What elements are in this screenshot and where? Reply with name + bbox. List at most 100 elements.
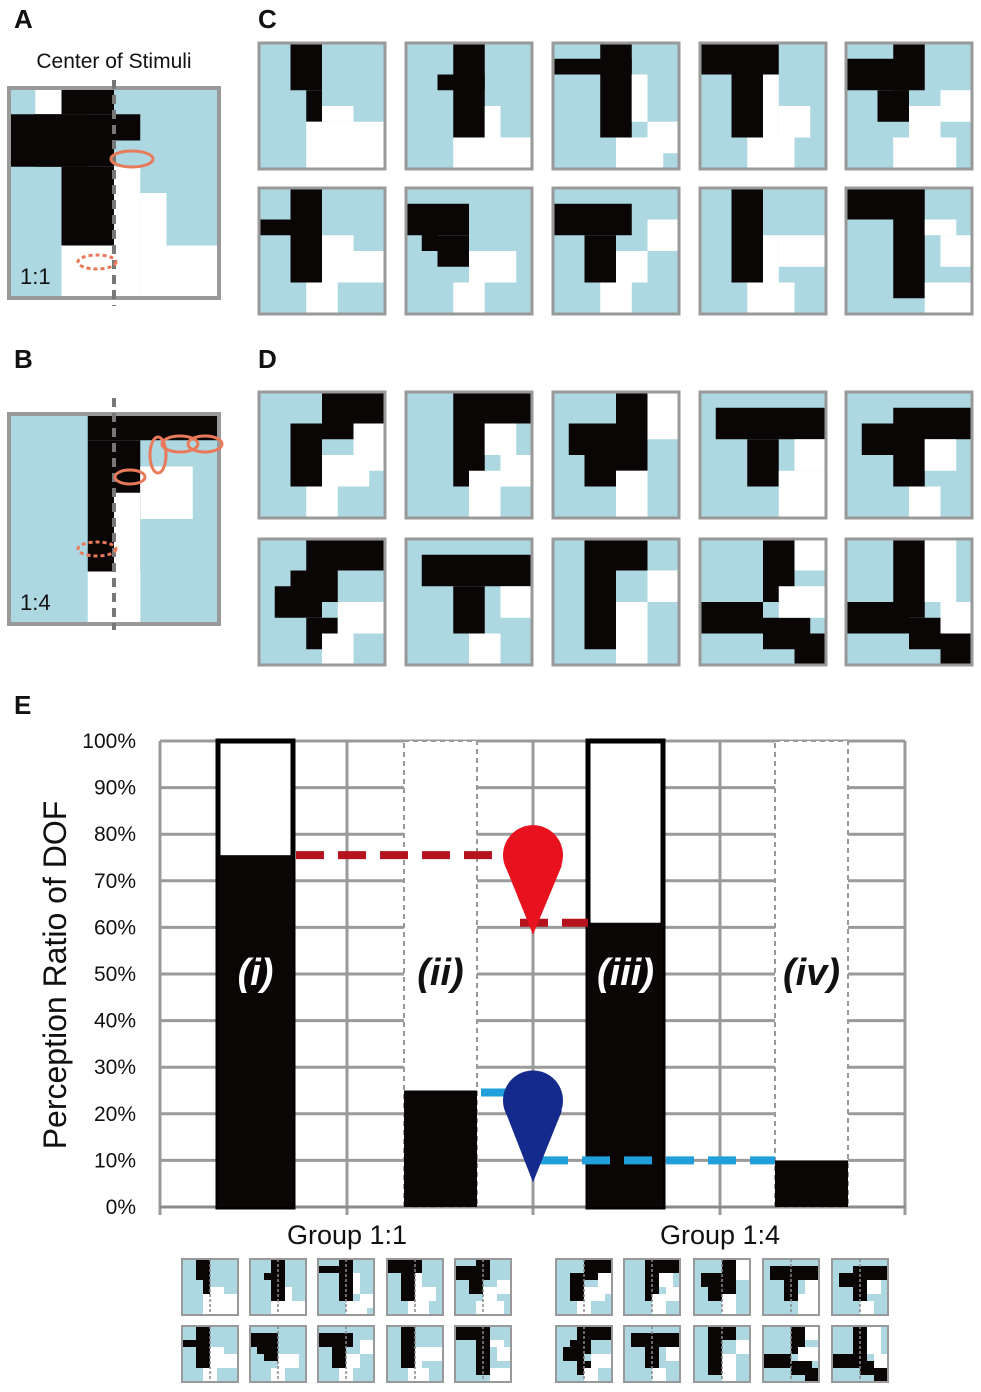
stimulus-white-cell bbox=[778, 106, 811, 138]
y-tick-label: 90% bbox=[94, 777, 136, 800]
stimulus-dark-cell bbox=[600, 43, 632, 138]
stimulus-dark-cell bbox=[290, 423, 322, 487]
panel-letter-a: A bbox=[14, 4, 33, 34]
stimulus-white-cell bbox=[798, 1294, 819, 1315]
dashed-ring-marker bbox=[76, 540, 118, 558]
stimulus-white-cell bbox=[666, 1347, 680, 1361]
stimulus-dark-cell bbox=[877, 90, 909, 122]
stimulus-dark-cell bbox=[453, 392, 532, 424]
stimulus-white-cell bbox=[166, 245, 219, 298]
stimulus-frame bbox=[257, 537, 387, 667]
stimulus-dark-cell bbox=[584, 235, 616, 283]
stimulus-white-cell bbox=[353, 251, 385, 283]
stimulus-white-cell bbox=[306, 121, 354, 138]
stimulus-dark-cell bbox=[290, 43, 322, 91]
stimulus-dark-cell bbox=[306, 539, 385, 571]
panel-d-stimulus bbox=[551, 537, 681, 667]
stimulus-dark-cell bbox=[421, 219, 438, 251]
panel-c-stimulus bbox=[698, 41, 828, 171]
stimulus-dark-cell bbox=[893, 219, 925, 299]
stimulus-dark-cell bbox=[805, 1368, 819, 1382]
stimulus-dark-cell bbox=[839, 1273, 867, 1287]
panel-d-stimulus bbox=[844, 390, 974, 520]
stimulus-white-cell bbox=[469, 470, 501, 518]
panel-d-stimulus bbox=[404, 537, 534, 667]
stimulus-white-cell bbox=[874, 1354, 888, 1368]
stimulus-white-cell bbox=[337, 602, 385, 634]
stimulus-white-cell bbox=[778, 235, 826, 267]
stimulus-dark-cell bbox=[731, 188, 763, 283]
stimulus-white-cell bbox=[322, 455, 370, 487]
stimulus-frame bbox=[257, 186, 387, 316]
stimulus-dark-cell bbox=[453, 43, 485, 138]
stimulus-white-cell bbox=[114, 519, 141, 624]
stimulus-dark-cell bbox=[453, 586, 485, 634]
ring-marker bbox=[148, 435, 168, 475]
y-tick-label: 0% bbox=[106, 1196, 136, 1219]
stimulus-dark-cell bbox=[401, 1326, 415, 1368]
stimulus-white-cell bbox=[924, 539, 957, 602]
stimulus-dark-cell bbox=[874, 1368, 888, 1382]
stimulus-frame bbox=[844, 186, 974, 316]
stimulus-white-cell bbox=[867, 1326, 881, 1354]
dashed-ring-marker bbox=[76, 253, 118, 271]
stimulus-dark-cell bbox=[469, 1280, 483, 1294]
stimulus-white-cell bbox=[924, 219, 957, 236]
stimulus-white-cell bbox=[647, 121, 679, 154]
stimulus-white-cell bbox=[203, 1368, 217, 1382]
stimulus-white-cell bbox=[306, 137, 354, 169]
stimulus-dark-cell bbox=[940, 633, 972, 665]
stimulus-white-cell bbox=[747, 137, 795, 169]
stimulus-dark-cell bbox=[701, 1273, 722, 1287]
stimulus-dark-cell bbox=[584, 455, 616, 487]
stimulus-dark-cell bbox=[264, 1347, 278, 1361]
stimulus-white-cell bbox=[652, 1368, 666, 1382]
group-label: Group 1:4 bbox=[660, 1220, 780, 1250]
bar-outline bbox=[774, 740, 849, 1208]
panel-d-stimulus bbox=[698, 390, 828, 520]
stimulus-white-cell bbox=[203, 1294, 224, 1301]
panel-letter-b: B bbox=[14, 344, 33, 374]
stimulus-dark-cell bbox=[708, 1287, 722, 1301]
stimulus-white-cell bbox=[140, 193, 167, 298]
stimulus-white-cell bbox=[940, 602, 972, 634]
stimulus-white-cell bbox=[322, 235, 354, 283]
stimulus-frame bbox=[257, 41, 387, 171]
stimulus-frame bbox=[844, 390, 974, 520]
y-tick-label: 20% bbox=[94, 1103, 136, 1126]
stimulus-dark-cell bbox=[182, 1340, 203, 1347]
stimulus-white-cell bbox=[722, 1354, 736, 1382]
stimulus-dark-cell bbox=[318, 1333, 353, 1347]
panel-d-stimulus bbox=[257, 537, 387, 667]
panel-c-stimulus bbox=[844, 186, 974, 316]
stimulus-white-cell bbox=[346, 1354, 360, 1368]
ratio-label-b: 1:4 bbox=[20, 590, 51, 615]
stimulus-white-cell bbox=[408, 1301, 429, 1315]
stimulus-white-cell bbox=[61, 245, 114, 298]
stimulus-dark-cell bbox=[846, 602, 909, 634]
panel-c-stimulus bbox=[844, 41, 974, 171]
panels-layer: A C B D E Center of Stimuli 1:11:4 bbox=[7, 4, 974, 720]
stimulus-dark-cell bbox=[257, 1340, 264, 1354]
stimulus-white-cell bbox=[666, 1287, 680, 1301]
group-label: Group 1:1 bbox=[287, 1220, 407, 1250]
center-of-stimuli-caption: Center of Stimuli bbox=[36, 50, 191, 73]
marker-dot bbox=[503, 825, 563, 886]
y-tick-label: 40% bbox=[94, 1010, 136, 1033]
stimulus-white-cell bbox=[224, 1294, 238, 1315]
stimulus-white-cell bbox=[497, 1347, 511, 1361]
stimulus-white-cell bbox=[924, 439, 957, 471]
stimulus-frame bbox=[551, 537, 681, 667]
stimulus-dark-cell bbox=[731, 74, 763, 138]
stimulus-dark-cell bbox=[708, 1340, 722, 1375]
stimulus-white-cell bbox=[591, 1354, 612, 1368]
stimulus-frame bbox=[404, 186, 534, 316]
panel-d-stimulus bbox=[257, 390, 387, 520]
panel-d-stimulus bbox=[551, 390, 681, 520]
stimulus-dark-cell bbox=[203, 1280, 210, 1294]
stimulus-white-cell bbox=[497, 1280, 511, 1294]
stimulus-white-cell bbox=[306, 486, 338, 518]
stimulus-dark-cell bbox=[318, 1266, 353, 1273]
stimulus-white-cell bbox=[453, 282, 485, 314]
stimulus-dark-cell bbox=[437, 235, 469, 267]
